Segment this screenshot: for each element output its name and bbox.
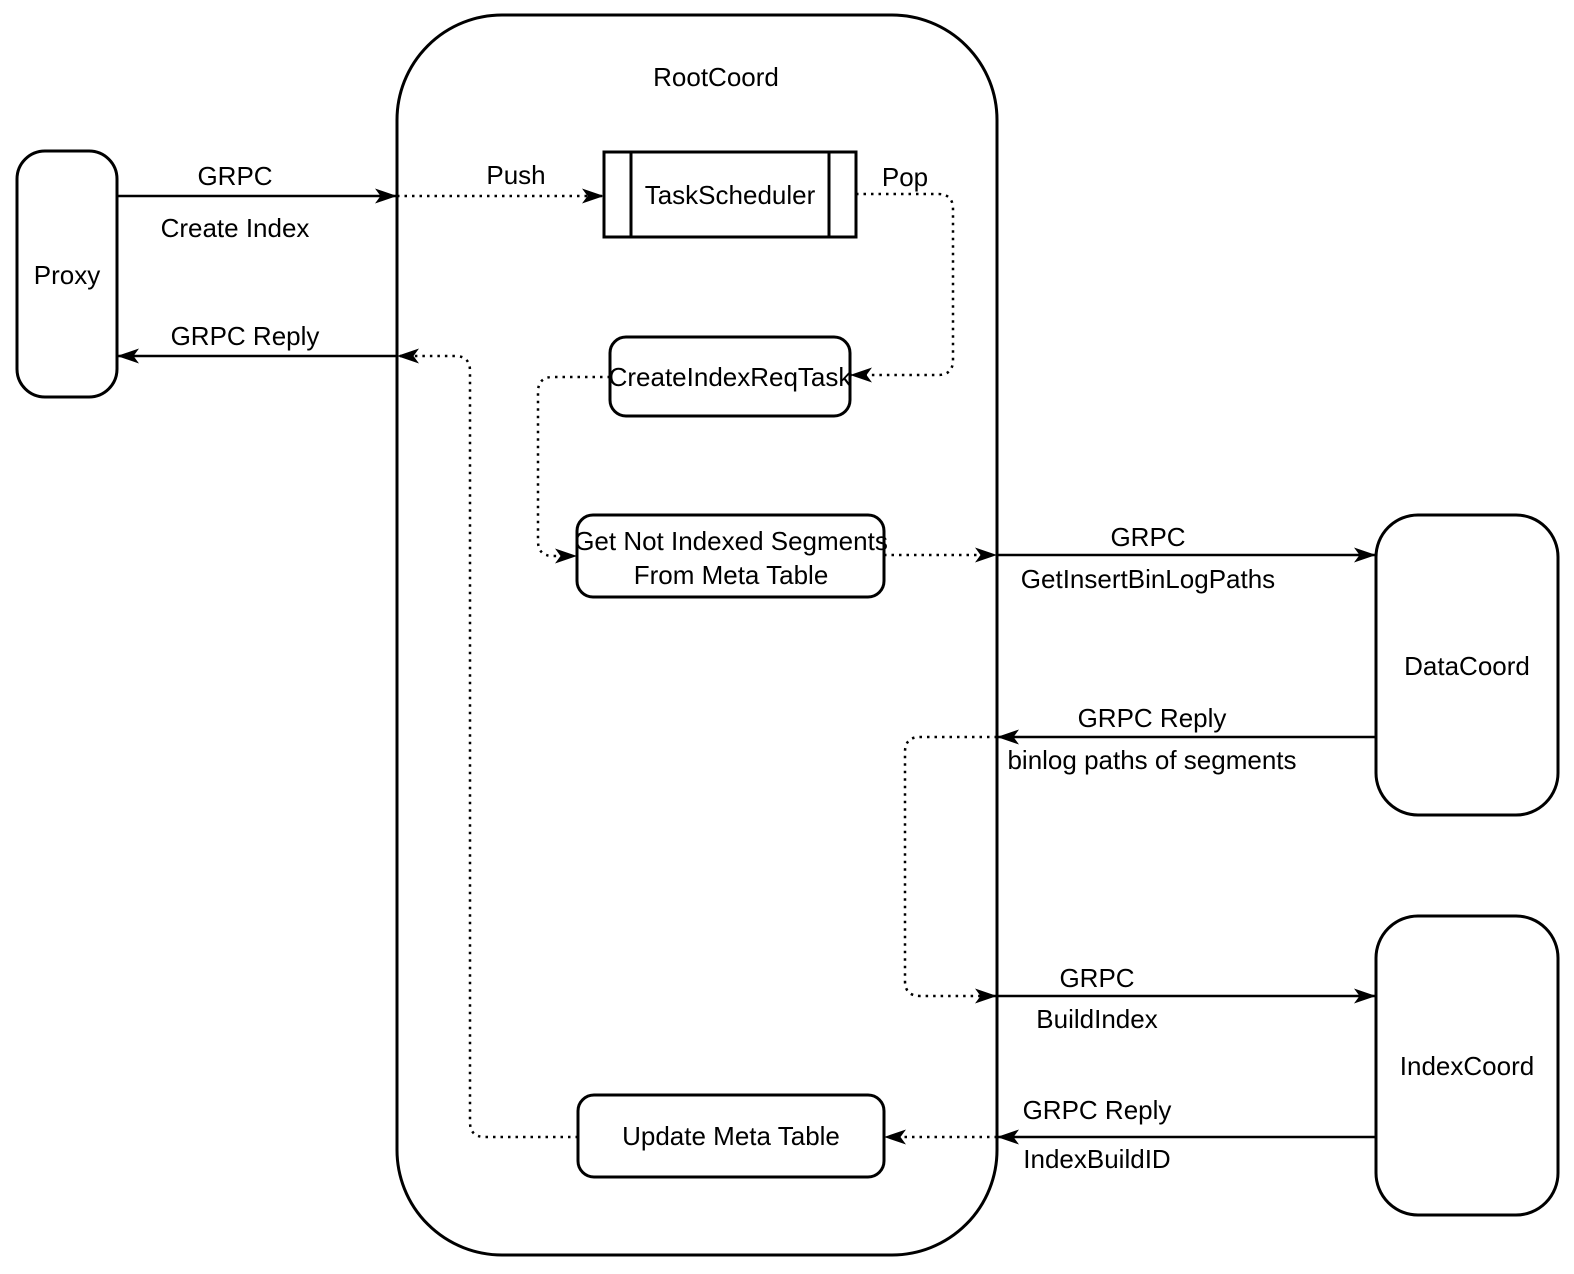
label-indexbuildid-protocol: GRPC Reply [1023, 1095, 1172, 1125]
edge-update-meta-to-boundary [397, 348, 578, 1139]
edge-create-task-to-get-segments [536, 375, 610, 564]
label-binlog-reply-method: binlog paths of segments [1007, 745, 1296, 775]
label-buildindex-method: BuildIndex [1036, 1004, 1157, 1034]
createindexreqtask-label: CreateIndexReqTask [609, 362, 853, 392]
label-create-index-method: Create Index [161, 213, 310, 243]
label-binlog-reply-protocol: GRPC Reply [1078, 703, 1227, 733]
label-create-index-protocol: GRPC [197, 161, 272, 191]
label-proxy-reply-protocol: GRPC Reply [171, 321, 320, 351]
datacoord-label: DataCoord [1404, 651, 1530, 681]
indexcoord-label: IndexCoord [1400, 1051, 1534, 1081]
rootcoord-title: RootCoord [653, 62, 779, 92]
label-pop: Pop [882, 162, 928, 192]
taskscheduler-node [602, 150, 858, 239]
label-getinsertbinlogpaths-protocol: GRPC [1110, 522, 1185, 552]
indexcoord-node [1374, 914, 1560, 1217]
taskscheduler-label: TaskScheduler [645, 180, 816, 210]
rootcoord-container [395, 13, 999, 1257]
get-not-indexed-label-line1: Get Not Indexed Segments [574, 526, 888, 556]
proxy-node [15, 149, 119, 399]
label-getinsertbinlogpaths-method: GetInsertBinLogPaths [1021, 564, 1275, 594]
get-not-indexed-label-line2: From Meta Table [634, 560, 829, 590]
edge-binlog-to-buildindex [903, 735, 997, 1004]
label-push: Push [486, 160, 545, 190]
label-buildindex-protocol: GRPC [1059, 963, 1134, 993]
proxy-label: Proxy [34, 260, 100, 290]
label-indexbuildid-method: IndexBuildID [1023, 1144, 1170, 1174]
datacoord-node [1374, 513, 1560, 817]
edge-pop [850, 192, 955, 383]
update-meta-label: Update Meta Table [622, 1121, 840, 1151]
